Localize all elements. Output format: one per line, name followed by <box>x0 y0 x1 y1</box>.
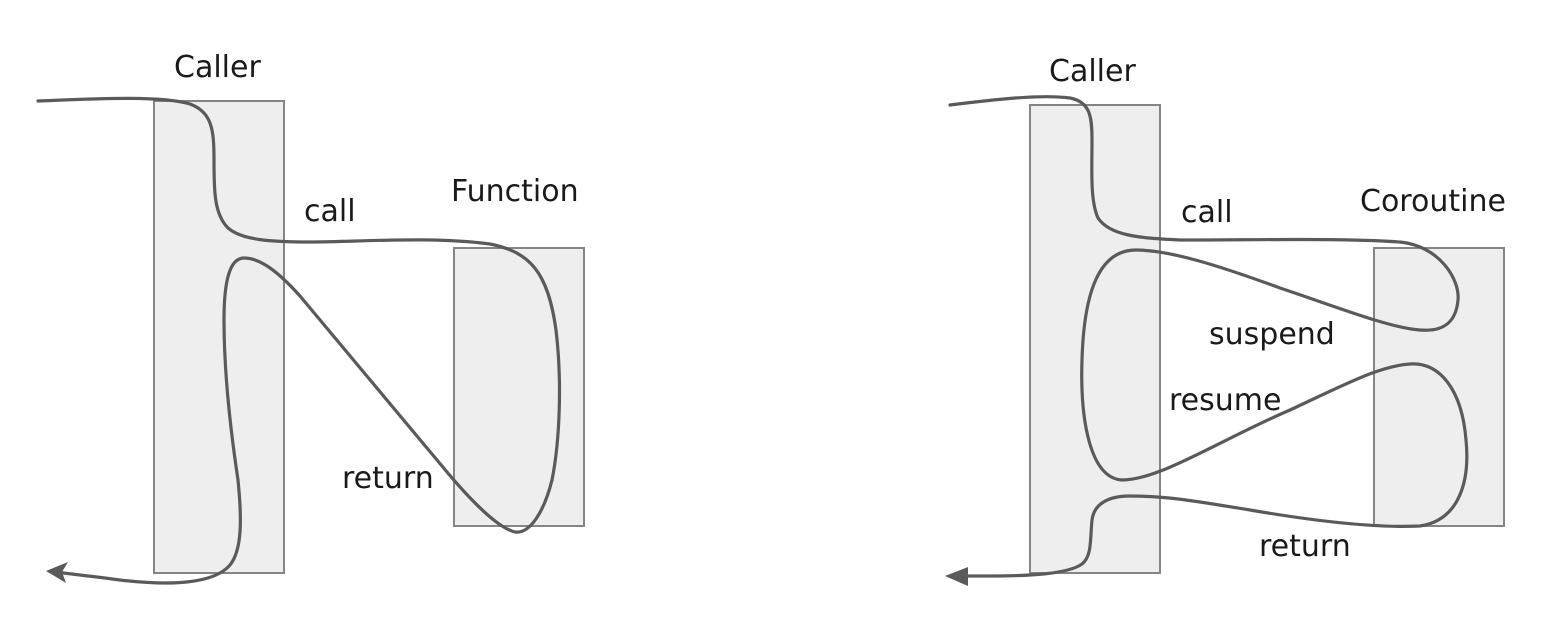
coroutine-box <box>1373 247 1505 527</box>
coroutine-label: Coroutine <box>1360 184 1506 219</box>
right-call-label: call <box>1181 195 1233 230</box>
left-return-label: return <box>342 461 434 496</box>
left-return-arrowhead-icon <box>46 562 68 583</box>
right-diagram: Caller Coroutine call suspend resume ret… <box>945 54 1506 586</box>
left-caller-box <box>153 100 285 574</box>
left-call-flow <box>36 96 562 585</box>
left-call-label: call <box>304 194 356 229</box>
function-box <box>453 247 585 527</box>
left-diagram: Caller Function call return <box>36 50 585 585</box>
right-caller-box <box>1029 104 1161 574</box>
right-coroutine-flow <box>948 95 1469 578</box>
function-label: Function <box>451 174 579 209</box>
right-return-arrowhead-icon <box>945 567 968 586</box>
left-caller-label: Caller <box>174 50 261 85</box>
right-return-label: return <box>1259 529 1351 564</box>
suspend-label: suspend <box>1209 317 1335 352</box>
resume-label: resume <box>1169 383 1281 418</box>
right-caller-label: Caller <box>1049 54 1136 89</box>
